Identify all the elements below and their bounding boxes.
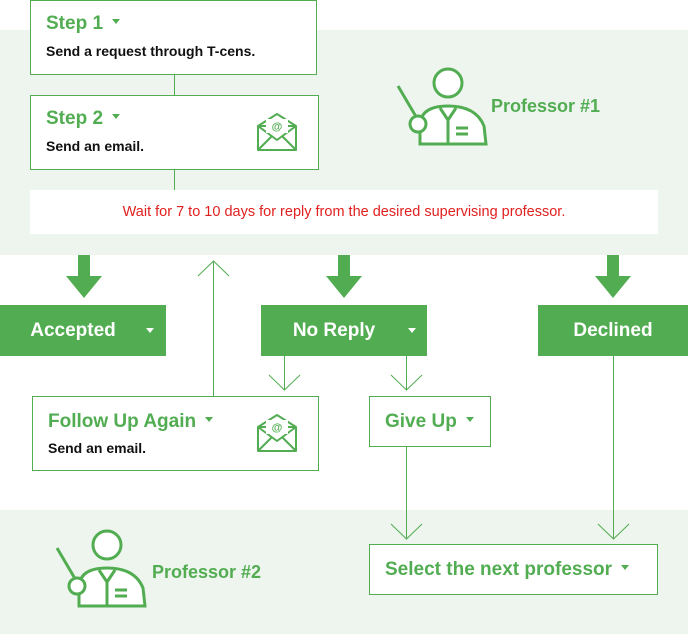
follow-up-dropdown-icon[interactable]	[205, 417, 214, 423]
follow-up-subtitle: Send an email.	[48, 440, 147, 456]
step1-card[interactable]: Step 1 Send a request through T-cens.	[30, 0, 317, 75]
professor-pointer-icon	[396, 67, 488, 146]
no-reply-button[interactable]: No Reply	[261, 305, 427, 356]
next-professor-dropdown-icon[interactable]	[621, 565, 630, 571]
wait-message: Wait for 7 to 10 days for reply from the…	[30, 190, 658, 234]
no-reply-label: No Reply	[292, 319, 376, 341]
step2-subtitle: Send an email.	[46, 138, 145, 154]
follow-up-card[interactable]: Follow Up Again Send an email. @	[32, 396, 319, 471]
email-envelope-icon: @	[257, 414, 297, 452]
declined-label: Declined	[573, 319, 653, 341]
step1-dropdown-icon[interactable]	[112, 19, 121, 25]
step2-dropdown-icon[interactable]	[112, 114, 121, 120]
step1-subtitle: Send a request through T-cens.	[46, 43, 256, 59]
accepted-button[interactable]: Accepted	[0, 305, 166, 356]
arrowhead-giveup	[390, 374, 423, 391]
professor-pointer-icon	[55, 529, 147, 608]
give-up-card[interactable]: Give Up	[369, 396, 491, 447]
follow-up-title: Follow Up Again	[48, 411, 214, 433]
svg-text:@: @	[272, 422, 283, 434]
arrow-to-declined	[595, 255, 631, 298]
declined-button[interactable]: Declined	[538, 305, 688, 356]
accepted-label: Accepted	[30, 319, 116, 341]
give-up-title: Give Up	[385, 411, 474, 433]
arrow-to-accepted	[66, 255, 102, 298]
professor1-label: Professor #1	[491, 96, 601, 116]
accepted-dropdown-icon[interactable]	[146, 328, 154, 333]
svg-text:@: @	[272, 121, 283, 133]
arrowhead-up	[197, 260, 230, 277]
give-up-dropdown-icon[interactable]	[465, 417, 474, 423]
next-professor-title: Select the next professor	[385, 559, 630, 581]
no-reply-dropdown-icon[interactable]	[408, 328, 416, 333]
arrowhead-followup	[268, 374, 301, 391]
step2-title: Step 2	[46, 108, 121, 130]
next-professor-card[interactable]: Select the next professor	[369, 544, 658, 595]
email-envelope-icon: @	[257, 113, 297, 151]
arrow-to-no-reply	[326, 255, 362, 298]
professor2-label: Professor #2	[152, 562, 262, 582]
arrowhead-declined-next	[597, 523, 630, 540]
arrowhead-giveup-next	[390, 523, 423, 540]
step2-card[interactable]: Step 2 Send an email. @	[30, 95, 319, 170]
step1-title: Step 1	[46, 13, 121, 35]
